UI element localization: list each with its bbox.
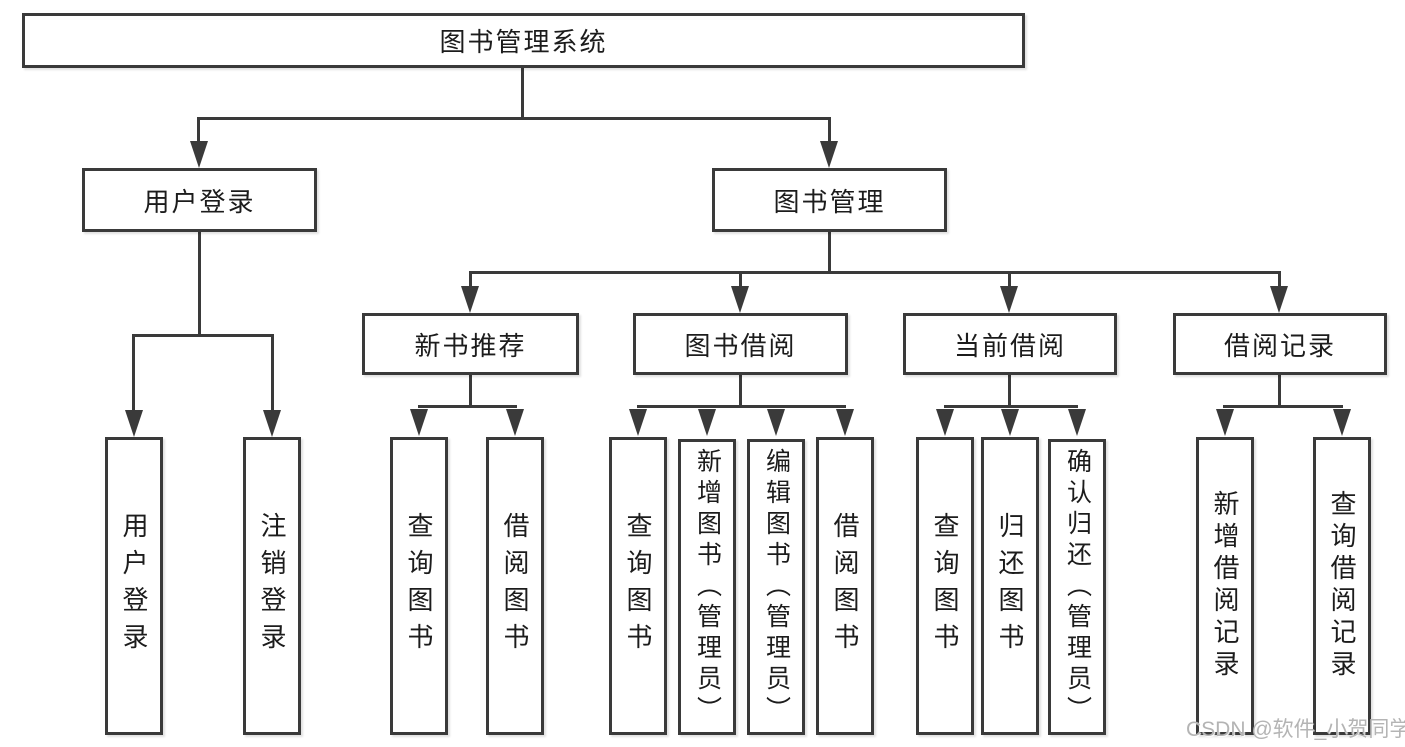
arrowhead-down [1001, 409, 1019, 436]
leaf-label: 编辑图书（管理员） [762, 447, 791, 727]
arrowhead-down [125, 410, 143, 437]
arrowhead-down [820, 141, 838, 168]
node-current-borrowing: 当前借阅 [903, 313, 1117, 375]
connector-line [418, 405, 517, 408]
leaf-label: 查询图书 [623, 512, 653, 660]
connector-line [197, 117, 200, 144]
arrowhead-down [1216, 409, 1234, 436]
leaf-confirm-return-admin: 确认归还（管理员） [1048, 439, 1106, 735]
leaf-edit-book-admin: 编辑图书（管理员） [747, 439, 805, 735]
connector-line [739, 375, 742, 408]
arrowhead-down [190, 141, 208, 168]
node-user-login: 用户登录 [82, 168, 317, 232]
arrowhead-down [629, 409, 647, 436]
csdn-watermark: CSDN @软件_小贺同学 [1186, 718, 1405, 741]
node-label: 图书借阅 [684, 330, 797, 361]
connector-line [1278, 271, 1281, 288]
leaf-label: 查询借阅记录 [1327, 490, 1357, 682]
leaf-query-books-recommend: 查询图书 [390, 437, 448, 735]
leaf-return-books: 归还图书 [981, 437, 1039, 735]
leaf-label: 借阅图书 [830, 512, 860, 660]
leaf-label: 确认归还（管理员） [1063, 447, 1092, 727]
node-label: 图书管理 [773, 186, 886, 217]
connector-line [637, 405, 846, 408]
arrowhead-down [1000, 286, 1018, 313]
connector-line [132, 334, 135, 412]
connector-line [469, 375, 472, 408]
connector-line [469, 271, 472, 288]
connector-line [739, 271, 742, 288]
node-label: 借阅记录 [1223, 330, 1336, 361]
leaf-borrow-books-recommend: 借阅图书 [486, 437, 544, 735]
leaf-borrow-books-borrowing: 借阅图书 [816, 437, 874, 735]
connector-line [1008, 271, 1011, 288]
leaf-label: 查询图书 [930, 512, 960, 660]
arrowhead-down [767, 409, 785, 436]
leaf-query-borrow-record: 查询借阅记录 [1313, 437, 1371, 735]
arrowhead-down [410, 409, 428, 436]
node-borrowing-records: 借阅记录 [1173, 313, 1387, 375]
node-book-borrowing: 图书借阅 [633, 313, 848, 375]
leaf-logout: 注销登录 [243, 437, 301, 735]
leaf-query-books-borrowing: 查询图书 [609, 437, 667, 735]
connector-line [469, 271, 1281, 274]
leaf-query-books-current: 查询图书 [916, 437, 974, 735]
node-label: 新书推荐 [414, 330, 527, 361]
connector-line [1278, 375, 1281, 408]
leaf-label: 注销登录 [257, 512, 287, 660]
arrowhead-down [506, 409, 524, 436]
connector-line [198, 232, 201, 337]
arrowhead-down [1333, 409, 1351, 436]
node-label: 图书管理系统 [439, 27, 608, 57]
connector-line [828, 117, 831, 144]
connector-line [1008, 375, 1011, 408]
leaf-label: 用户登录 [119, 512, 149, 660]
leaf-add-book-admin: 新增图书（管理员） [678, 439, 736, 735]
leaf-label: 借阅图书 [500, 512, 530, 660]
connector-line [1223, 405, 1343, 408]
connector-line [132, 334, 274, 337]
leaf-label: 归还图书 [995, 512, 1025, 660]
connector-line [271, 334, 274, 412]
arrowhead-down [263, 410, 281, 437]
arrowhead-down [698, 409, 716, 436]
node-label: 当前借阅 [953, 330, 1066, 361]
node-book-management: 图书管理 [712, 168, 947, 232]
arrowhead-down [1068, 409, 1086, 436]
node-label: 用户登录 [143, 186, 256, 217]
connector-line [197, 117, 831, 120]
node-library-system: 图书管理系统 [22, 13, 1025, 68]
leaf-label: 新增图书（管理员） [693, 447, 722, 727]
arrowhead-down [836, 409, 854, 436]
node-new-book-recommendation: 新书推荐 [362, 313, 579, 375]
arrowhead-down [731, 286, 749, 313]
connector-line [944, 405, 1078, 408]
arrowhead-down [461, 286, 479, 313]
leaf-label: 查询图书 [404, 512, 434, 660]
leaf-user-login: 用户登录 [105, 437, 163, 735]
arrowhead-down [936, 409, 954, 436]
arrowhead-down [1270, 286, 1288, 313]
leaf-add-borrow-record: 新增借阅记录 [1196, 437, 1254, 735]
connector-line [828, 232, 831, 274]
leaf-label: 新增借阅记录 [1210, 490, 1240, 682]
connector-line [521, 68, 524, 120]
